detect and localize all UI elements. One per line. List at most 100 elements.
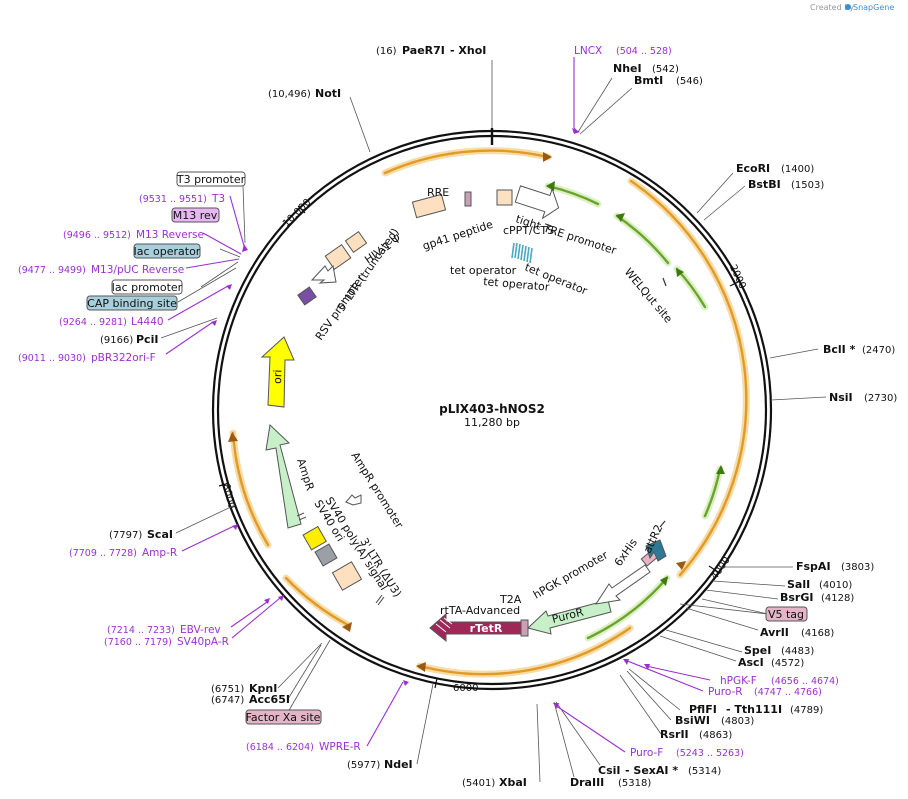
t3-promoter-box [176,171,246,187]
rre-feature [411,193,447,219]
t2a-feature [520,619,529,637]
rre-label: RRE [427,186,449,199]
primer-hpgk-f: hPGK-F [720,675,757,687]
site-spei: SpeI [744,644,771,657]
site-bcli-pos: (2470) [862,345,895,356]
cppt-label: cPPT/CTS [503,224,554,237]
ltr3-small-marks [375,594,385,606]
tet-operator-label-3: tet operator [483,275,551,294]
site-avrii: AvrII [760,626,789,639]
primer-amp-r-pos: (7709 .. 7728) [69,548,137,559]
ampr-small-marks [296,512,307,521]
m13-rev-box [171,207,220,223]
green-arrowheads [546,181,725,586]
primer-lncx: LNCX [574,45,602,57]
lac-operator-label: lac operator [134,245,201,258]
puror-arrow [527,599,612,635]
site-csii-pos: (5314) [688,766,721,777]
plasmid-size: 11,280 bp [464,416,520,429]
tick-label-6000: 6000 [453,683,478,694]
ampr-promoter-arrow [345,494,362,506]
hiv1-psi-feature [344,230,368,254]
site-xhoi: - XhoI [450,44,486,57]
attr2-feature [645,539,667,562]
primer-m13puc-reverse: M13/pUC Reverse [91,264,184,276]
site-bstbi-pos: (1503) [791,180,824,191]
site-kpni: KpnI [249,682,277,695]
primer-wpre-r: WPRE-R [319,741,361,753]
cppt-feature [496,189,513,206]
site-pcii-pos: (9166) [100,335,133,346]
site-nhei-pos: (542) [652,64,679,75]
site-nhei: NheI [613,62,642,75]
site-xbai: XbaI [499,776,527,789]
orf-arrowheads [228,152,686,672]
lac-promoter-box [111,279,183,295]
primer-l4440: L4440 [131,316,164,328]
site-draiii-pos: (5318) [618,778,651,789]
primer-amp-r: Amp-R [142,547,177,559]
primer-sv40pa-r-pos: (7160 .. 7179) [104,637,172,648]
site-xbai-pos: (5401) [462,778,495,789]
site-scai: ScaI [147,528,173,541]
his-tag-label: 6xHis [612,536,640,569]
site-acc65i: Acc65I [249,693,290,706]
tick-label-2000: 2000 [727,263,748,291]
ampr-promoter-label: AmpR promoter [348,450,406,531]
t2a-label: T2A [499,593,522,606]
site-sali: SalI [787,578,810,591]
site-nsii: NsiI [829,391,853,404]
site-noti: NotI [315,87,341,100]
ori-label: ori [271,369,284,384]
primer-m13-reverse-pos: (9496 .. 9512) [63,230,131,241]
site-asci: AscI [738,656,764,669]
rtetr-hatch [435,617,453,633]
primer-m13-reverse: M13 Reverse [136,229,204,241]
lac-operator-box [133,243,201,259]
primer-hpgk-f-pos: (4656 .. 4674) [771,676,839,687]
site-bstbi: BstBI [748,178,781,191]
cap-binding-site-label: CAP binding site [87,297,177,310]
site-pcii: PciI [136,333,158,346]
ltr3-feature [331,561,363,591]
site-fspai-pos: (3803) [841,562,874,573]
primer-puro-r: Puro-R [708,686,743,698]
primer-m13puc-reverse-pos: (9477 .. 9499) [18,265,86,276]
site-bcli: BclI * [823,343,856,356]
primer-lncx-pos: (504 .. 528) [616,46,672,57]
factor-xa-site-box [245,709,322,725]
rtetr-label: rTetR [470,622,503,635]
lac-promoter-label: lac promoter [112,281,183,294]
site-kpni-pos: (6751) [211,684,244,695]
hpgk-promoter-arrow [594,564,651,605]
ampr-arrow [265,423,302,529]
primer-ebv-rev-pos: (7214 .. 7233) [107,625,175,636]
attr2-mark [659,520,666,528]
gp41-feature [464,191,472,207]
ori-arrow [260,336,295,408]
rsv-promoter-arrow [310,264,337,284]
primer-leader-lines [165,57,711,753]
t3-promoter-label: T3 promoter [176,173,246,186]
primer-pbr322ori-f: pBR322ori-F [91,352,156,364]
site-ecori: EcoRI [736,162,770,175]
tick-label-10000: 10,000 [281,197,314,230]
primer-puro-f: Puro-F [630,747,663,759]
hpgk-promoter-label: hPGK promoter [531,548,611,601]
primer-arrows [211,128,650,709]
primer-t3-pos: (9531 .. 9551) [139,194,207,205]
site-nsii-pos: (2730) [864,393,897,404]
scale-ticks [218,205,741,689]
site-draiii: DraIII [570,776,604,789]
site-scai-pos: (7797) [109,530,142,541]
site-noti-pos: (10,496) [268,89,311,100]
site-bsrgi: BsrGI [780,591,813,604]
site-fspai: FspAI [796,560,831,573]
site-pflfi-pos: (4789) [790,705,823,716]
v5-tag-label: V5 tag [768,608,804,621]
credit-brand: SnapGene [853,3,894,12]
snapgene-logo-icon [845,4,851,10]
site-paer7i: PaeR7I [402,44,445,57]
ltr-small-feature [297,286,317,306]
welqut-label: WELQut site [622,266,675,326]
